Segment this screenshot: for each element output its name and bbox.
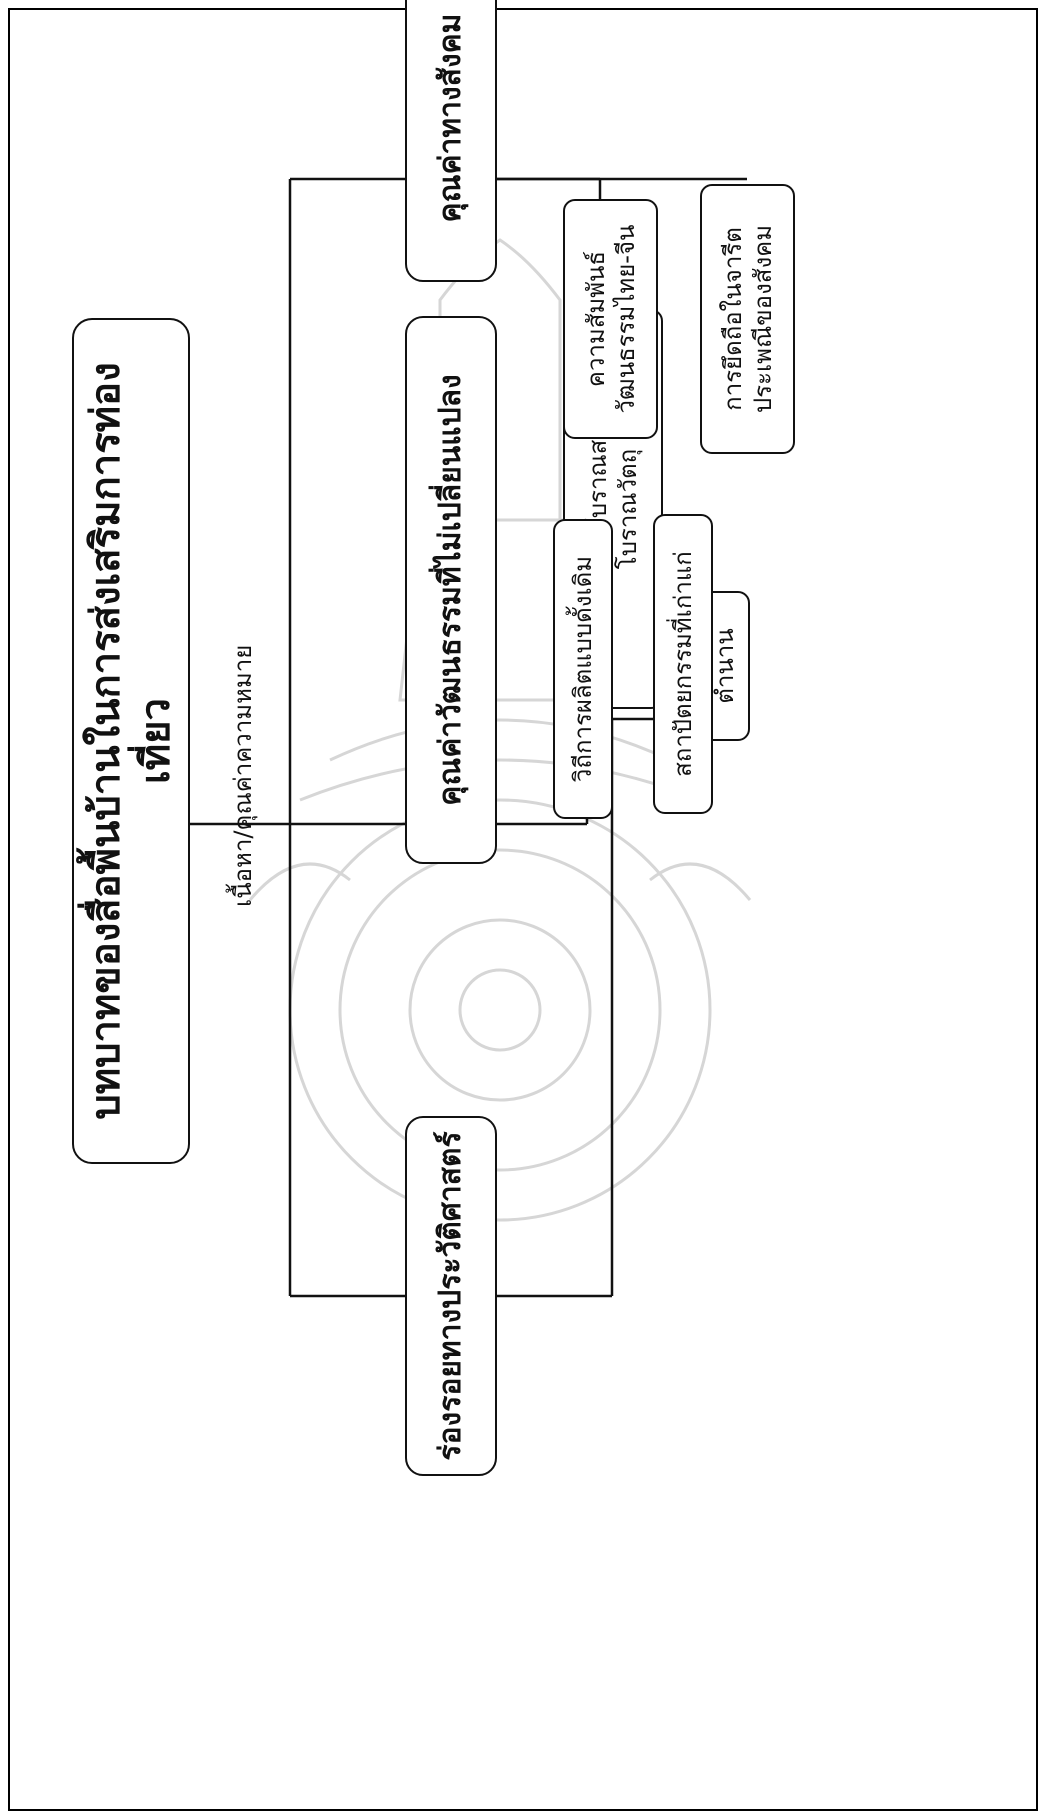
child-label: สถาปัตยกรรมที่เก่าแก่	[669, 551, 697, 777]
child-customs: การยึดถือในจารีต ประเพณีของสังคม	[700, 184, 795, 454]
child-thai-chinese: ความสัมพันธ์ วัฒนธรรมไทย-จีน	[563, 199, 658, 439]
branch-label: คุณค่าวัฒนธรรมที่ไม่เปลี่ยนแปลง	[433, 374, 469, 806]
title-box: บทบาทของสื่อพื้นบ้านในการส่งเสริมการท่อง…	[72, 318, 190, 1164]
branch-label: ร่องรอยทางประวัติศาสตร์	[433, 1131, 469, 1461]
child-old-architecture: สถาปัตยกรรมที่เก่าแก่	[653, 514, 713, 814]
child-label: ตำนาน	[711, 628, 739, 704]
child-traditional-production: วิถีการผลิตแบบดั้งเดิม	[553, 519, 613, 819]
branch-history: ร่องรอยทางประวัติศาสตร์	[405, 1116, 497, 1476]
child-label: วิถีการผลิตแบบดั้งเดิม	[569, 555, 597, 783]
page-border	[8, 8, 1038, 1811]
branch-culture: คุณค่าวัฒนธรรมที่ไม่เปลี่ยนแปลง	[405, 316, 497, 864]
branch-label: คุณค่าทางสังคม	[433, 13, 469, 223]
title-text: บทบาทของสื่อพื้นบ้านในการส่งเสริมการท่อง…	[83, 362, 179, 1120]
connector-label: เนื้อหา/คุณค่าความหมาย	[229, 644, 257, 907]
branch-social: คุณค่าทางสังคม	[405, 0, 497, 282]
child-label: ความสัมพันธ์ วัฒนธรรมไทย-จีน	[581, 224, 640, 414]
child-label: การยึดถือในจารีต ประเพณีของสังคม	[718, 224, 777, 414]
